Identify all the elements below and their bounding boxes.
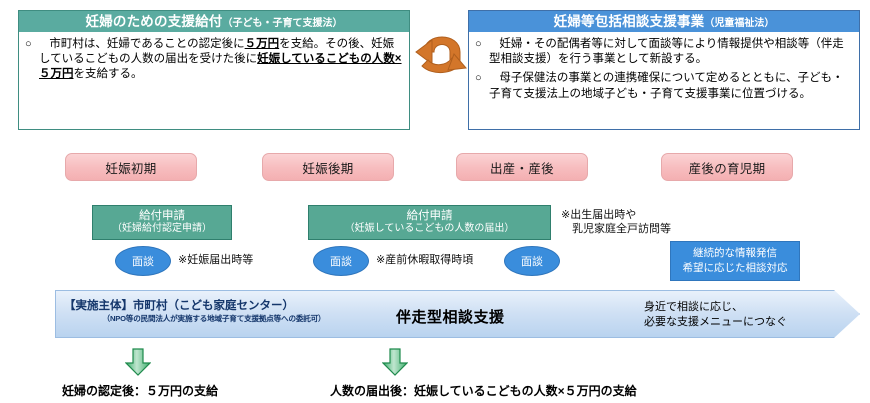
seg-normal: を支給する。 <box>73 68 143 81</box>
stage-pill-birth-postpartum: 出産・産後 <box>456 153 588 181</box>
note-pregnancy-notification: ※妊娠届出時等 <box>178 253 298 267</box>
bullet-item: ○ 市町村は、妊婦であることの認定後に５万円を支給。その後、妊娠しているこどもの… <box>25 37 403 83</box>
meeting-label: 面談 <box>330 256 352 268</box>
support-benefit-box: 妊婦のための支援給付（子ども・子育て支援法） ○ 市町村は、妊婦であることの認定… <box>18 10 410 130</box>
application-subtitle: （妊婦給付認定申請） <box>112 223 212 235</box>
support-benefit-header: 妊婦のための支援給付（子ども・子育て支援法） <box>19 11 409 32</box>
bullet-marker: ○ <box>25 38 32 50</box>
implementing-body-main: 【実施主体】市町村（こども家庭センター） <box>64 300 294 312</box>
ongoing-line-1: 継続的な情報発信 <box>693 247 777 260</box>
application-title: 給付申請 <box>139 209 185 222</box>
note-birth-registration: ※出生届出時や 乳児家庭全戸訪問等 <box>561 208 711 236</box>
meeting-label: 面談 <box>132 256 154 268</box>
cyclic-arrows-icon <box>414 18 470 85</box>
accompanying-support-title: 伴走型相談支援 <box>396 309 505 326</box>
bullet-marker: ○ <box>475 72 482 85</box>
note-line: ※出生届出時や <box>561 209 637 221</box>
implementing-body-text: 【実施主体】市町村（こども家庭センター） （NPO等の民間法人が実施する地域子育… <box>64 299 364 324</box>
stage-pill-late-pregnancy: 妊娠後期 <box>262 153 394 181</box>
seg-normal: 市町村は、妊婦であることの認定後に <box>49 38 245 50</box>
outcome-caption-child-count: 人数の届出後：妊娠しているこどもの人数×５万円の支給 <box>330 384 637 398</box>
bullet-item: ○ 妊婦・その配偶者等に対して面談等により情報提供や相談等（伴走型相談支援）を行… <box>475 37 853 67</box>
seg-normal: を支給。その後、妊娠しているこどもの人数の届出を受けた後に <box>39 38 395 66</box>
bullet-text: 母子保健法の事業との連携確保について定めるとともに、子ども・子育て支援法上の地域… <box>489 72 844 100</box>
comprehensive-consultation-title: 妊婦等包括相談支援事業 <box>553 14 705 29</box>
support-benefit-title: 妊婦のための支援給付 <box>85 14 223 29</box>
application-title: 給付申請 <box>406 209 453 222</box>
application-subtitle: （妊娠しているこどもの人数の届出） <box>344 223 515 235</box>
implementation-band: 【実施主体】市町村（こども家庭センター） （NPO等の民間法人が実施する地域子育… <box>55 290 860 338</box>
bullet-item: ○ 母子保健法の事業との連携確保について定めるとともに、子ども・子育て支援法上の… <box>475 71 853 101</box>
stage-pill-postpartum-childcare: 産後の育児期 <box>661 153 793 181</box>
meeting-ellipse-3: 面談 <box>504 246 560 276</box>
nearby-consultation-text: 身近で相談に応じ、 必要な支援メニューにつなぐ <box>644 300 864 330</box>
nearby-line-2: 必要な支援メニューにつなぐ <box>644 316 787 329</box>
seg-emphasis-formula: 妊娠しているこどもの人数×５万円 <box>39 53 402 81</box>
bullet-text: 市町村は、妊婦であることの認定後に５万円を支給。その後、妊娠しているこどもの人数… <box>39 37 403 83</box>
support-benefit-law: （子ども・子育て支援法） <box>222 18 343 29</box>
stage-label: 妊娠後期 <box>302 161 354 176</box>
meeting-ellipse-2: 面談 <box>313 246 369 276</box>
down-arrow-icon <box>381 348 409 381</box>
meeting-ellipse-1: 面談 <box>115 246 171 276</box>
meeting-label: 面談 <box>521 256 543 268</box>
seg-emphasis-amount: ５万円 <box>244 38 280 50</box>
nearby-line-1: 身近で相談に応じ、 <box>644 301 743 313</box>
outcome-caption-certification: 妊婦の認定後：５万円の支給 <box>62 384 219 398</box>
implementing-body-sub: （NPO等の民間法人が実施する地域子育て支援拠点等への委託可） <box>102 314 326 324</box>
stage-label: 出産・産後 <box>489 161 554 176</box>
stage-pill-early-pregnancy: 妊娠初期 <box>65 153 197 181</box>
bullet-text: 妊婦・その配偶者等に対して面談等により情報提供や相談等（伴走型相談支援）を行う事… <box>489 38 844 66</box>
ongoing-support-box: 継続的な情報発信 希望に応じた相談対応 <box>670 241 800 281</box>
note-line: 乳児家庭全戸訪問等 <box>561 223 671 236</box>
note-maternity-leave: ※産前休暇取得時頃 <box>376 253 516 267</box>
stage-label: 妊娠初期 <box>105 161 157 176</box>
application-box-child-count: 給付申請 （妊娠しているこどもの人数の届出） <box>308 205 551 240</box>
ongoing-line-2: 希望に応じた相談対応 <box>682 262 788 274</box>
comprehensive-consultation-body: ○ 妊婦・その配偶者等に対して面談等により情報提供や相談等（伴走型相談支援）を行… <box>469 32 859 106</box>
support-benefit-body: ○ 市町村は、妊婦であることの認定後に５万円を支給。その後、妊娠しているこどもの… <box>19 32 409 87</box>
comprehensive-consultation-box: 妊婦等包括相談支援事業（児童福祉法） ○ 妊婦・その配偶者等に対して面談等により… <box>468 10 860 130</box>
stage-label: 産後の育児期 <box>688 161 766 176</box>
down-arrow-icon <box>124 348 152 381</box>
bullet-marker: ○ <box>475 38 482 50</box>
comprehensive-consultation-law: （児童福祉法） <box>704 18 775 29</box>
application-box-certification: 給付申請 （妊婦給付認定申請） <box>92 205 232 240</box>
note-line: ※妊娠届出時等 <box>178 254 254 266</box>
note-line: ※産前休暇取得時頃 <box>376 254 474 266</box>
comprehensive-consultation-header: 妊婦等包括相談支援事業（児童福祉法） <box>469 11 859 32</box>
